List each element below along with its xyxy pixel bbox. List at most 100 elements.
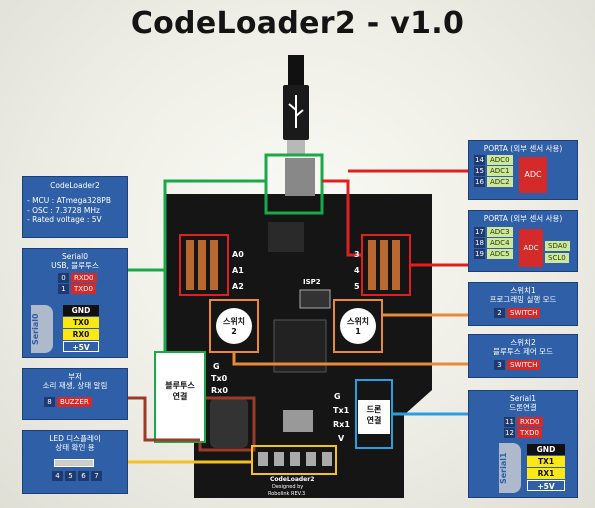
s0-tx0: TX0 <box>63 317 99 328</box>
label-d4: 4 <box>354 266 360 275</box>
adc4-label: ADC4 <box>487 238 513 249</box>
board-brand: CodeLoader2 <box>270 476 315 483</box>
pin-8: 8 <box>44 396 55 407</box>
switch1-highlight <box>333 299 383 353</box>
label-a1: A1 <box>232 266 244 275</box>
pin-16: 16 <box>474 177 485 188</box>
serial1-title: Serial1 <box>510 394 536 403</box>
s1-tx1: TX1 <box>527 456 565 467</box>
switch1-label: SWITCH <box>507 307 541 318</box>
s1-5v: +5V <box>527 480 565 491</box>
serial1-connector-label: Serial1 <box>499 443 521 493</box>
line-usb-left <box>163 179 266 236</box>
usb-icon <box>288 95 304 128</box>
s1-rx1: RX1 <box>527 468 565 479</box>
switch2-label: SWITCH <box>507 359 541 370</box>
bluetooth-label: 블루투스 연결 <box>165 381 195 401</box>
info-line: - Rated voltage : 5V <box>27 215 102 225</box>
porta1-title: PORTA (외부 센서 사용) <box>483 144 563 153</box>
usb-chip <box>268 222 304 252</box>
txd0-label: TXD0 <box>71 283 96 294</box>
switch2-button[interactable]: 스위치 2 <box>216 308 252 344</box>
pin-14: 14 <box>474 155 485 166</box>
s1-gnd: GND <box>527 444 565 455</box>
adc2-label: ADC2 <box>487 177 513 188</box>
porta2-title: PORTA (외부 센서 사용) <box>483 214 563 223</box>
page-title: CodeLoader2 - v1.0 <box>130 6 465 41</box>
switch2-title: 스위치2 <box>510 338 536 347</box>
info-panel: CodeLoader2 - MCU : ATmega328PB - OSC : … <box>22 176 128 238</box>
line-buzzer <box>128 396 200 442</box>
buzzer-label: BUZZER <box>57 396 92 407</box>
label-rx0: Rx0 <box>211 386 228 395</box>
s0-rx0: RX0 <box>63 329 99 340</box>
micro-usb-port <box>285 158 315 196</box>
label-d5: 5 <box>354 282 360 291</box>
drone-label: 드론 연결 <box>358 400 390 434</box>
led-connector-icon <box>54 458 94 467</box>
board-designer: Designed by <box>272 484 304 490</box>
info-line: - OSC : 7.3728 MHz <box>27 205 100 215</box>
porta2-adc-chip: ADC <box>519 229 543 267</box>
label-a0: A0 <box>232 250 244 259</box>
adc1-label: ADC1 <box>487 166 513 177</box>
label-rx1: Rx1 <box>333 420 350 429</box>
label-tx0: Tx0 <box>211 374 228 383</box>
pin-3: 3 <box>494 359 505 370</box>
crystal <box>283 410 313 432</box>
label-a2: A2 <box>232 282 244 291</box>
pin-4: 4 <box>52 470 63 481</box>
serial1-subtitle: 드론연결 <box>509 403 537 413</box>
s0-gnd: GND <box>63 305 99 316</box>
buzzer-subtitle: 소리 재생, 상태 알림 <box>42 381 108 391</box>
label-d3: 3 <box>354 250 360 259</box>
scl0-label: SCL0 <box>545 253 569 263</box>
led-subtitle: 상태 확인 용 <box>55 443 95 453</box>
left-adc-header <box>179 234 229 296</box>
usb-highlight <box>264 153 324 215</box>
led-highlight <box>251 445 337 475</box>
line-porta1 <box>322 179 362 257</box>
isp-header <box>299 289 331 309</box>
adc5-label: ADC5 <box>487 249 513 260</box>
label-tx1: Tx1 <box>333 406 350 415</box>
pin-6: 6 <box>78 470 89 481</box>
serial1-txd-label: TXD0 <box>517 427 542 438</box>
pin-7: 7 <box>91 470 102 481</box>
led-pins <box>258 452 332 466</box>
buzzer-part <box>210 398 248 448</box>
left-pins <box>186 240 218 290</box>
switch1-title: 스위치1 <box>510 286 536 295</box>
label-isp: ISP2 <box>303 278 321 286</box>
pin-2: 2 <box>494 307 505 318</box>
pin-1: 1 <box>58 283 69 294</box>
line-serial0 <box>128 236 167 272</box>
switch1-button[interactable]: 스위치 1 <box>340 308 376 344</box>
serial0-connector-label: Serial0 <box>31 305 53 353</box>
adc3-label: ADC3 <box>487 227 513 238</box>
switch2-subtitle: 블루투스 제어 모드 <box>493 347 553 357</box>
label-v: V <box>338 434 345 443</box>
pin-17: 17 <box>474 227 485 238</box>
label-g1: G <box>334 392 341 401</box>
pin-19: 19 <box>474 249 485 260</box>
bluetooth-module <box>154 351 206 443</box>
board-company: Robolink REV.3 <box>268 491 306 497</box>
pin-5: 5 <box>65 470 76 481</box>
usb-cable <box>288 55 304 85</box>
buzzer-title: 부저 <box>68 372 82 381</box>
line-switch2 <box>232 352 468 366</box>
info-line: - MCU : ATmega328PB <box>27 196 111 206</box>
serial0-title: Serial0 <box>62 252 88 261</box>
info-title: CodeLoader2 <box>50 181 100 190</box>
right-pins <box>368 240 400 290</box>
adc0-label: ADC0 <box>487 155 513 166</box>
